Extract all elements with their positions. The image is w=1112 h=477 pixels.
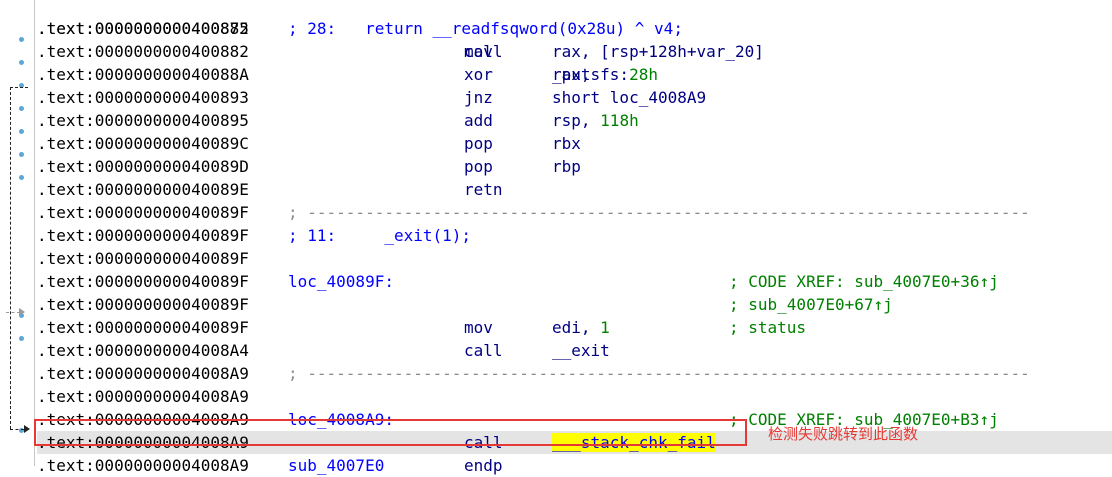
address: .text:000000000040089F: [37, 203, 249, 222]
asm-line[interactable]: .text:000000000040089F mov edi, 1 ; status: [37, 316, 1112, 339]
breakpoint-dot-icon[interactable]: [19, 60, 24, 65]
breakpoint-dot-icon[interactable]: [19, 83, 24, 88]
asm-line[interactable]: .text:00000000004008A9 call ___stack_chk_f…: [37, 431, 1112, 454]
disassembly-listing: .text:0000000000400875 call _puts .text:…: [37, 0, 1112, 477]
flow-gutter: [0, 0, 35, 466]
operand: rbp: [552, 157, 581, 176]
asm-line[interactable]: .text:0000000000400882 ; 28: return __rea…: [37, 17, 1112, 40]
asm-line[interactable]: .text:0000000000400875 call _puts: [37, 0, 1112, 84]
source-comment: ; 11: _exit(1);: [288, 226, 472, 245]
mnemonic: call: [464, 42, 503, 61]
flow-arrow-end: [10, 429, 24, 430]
flow-arrow-start: [10, 87, 28, 88]
operand: _puts: [552, 65, 601, 84]
operand-register: edi,: [552, 318, 601, 337]
mnemonic: retn: [464, 180, 503, 199]
address: .text:0000000000400893: [37, 88, 249, 107]
operand: short loc_4008A9: [552, 88, 707, 107]
mnemonic: xor: [464, 65, 493, 84]
operand: rbx: [552, 134, 581, 153]
highlight-box: [34, 419, 747, 446]
flow-arrow-line: [10, 87, 11, 429]
breakpoint-dot-icon[interactable]: [19, 152, 24, 157]
operand-register: rsp,: [552, 111, 601, 130]
operand-number: 28h: [629, 65, 658, 84]
code-label: loc_40089F:: [288, 272, 394, 291]
asm-line[interactable]: .text:00000000004008A9: [37, 385, 1112, 408]
address: .text:000000000040089C: [37, 134, 249, 153]
mnemonic: call: [464, 433, 503, 452]
asm-line[interactable]: .text:000000000040089F ; ----------------…: [37, 201, 1112, 224]
address: .text:0000000000400882: [37, 42, 249, 61]
asm-line[interactable]: .text:000000000040088A xor rax, fs:28h: [37, 63, 1112, 86]
asm-line[interactable]: .text:000000000040089F ; 11: _exit(1);: [37, 224, 1112, 247]
address: .text:000000000040089F: [37, 295, 249, 314]
mnemonic: pop: [464, 134, 493, 153]
breakpoint-dot-icon[interactable]: [19, 106, 24, 111]
address: .text:000000000040088A: [37, 65, 249, 84]
asm-line[interactable]: .text:0000000000400895 add rsp, 118h: [37, 109, 1112, 132]
breakpoint-dot-icon[interactable]: [19, 336, 24, 341]
address: .text:00000000004008A9: [37, 433, 249, 452]
breakpoint-dot-icon[interactable]: [19, 129, 24, 134]
xref-comment: ; CODE XREF: sub_4007E0+B3↑j: [729, 410, 999, 429]
highlighted-symbol: ___stack_chk_fail: [552, 433, 716, 452]
address: .text:000000000040089F: [37, 272, 249, 291]
address: .text:00000000004008A4: [37, 341, 249, 360]
asm-line[interactable]: .text:000000000040089F loc_40089F: ; CODE …: [37, 270, 1112, 293]
address: .text:0000000000400882: [37, 19, 249, 38]
operand: rax, [rsp+128h+var_20]: [552, 42, 764, 61]
operand: rax, fs:28h: [552, 63, 658, 86]
xref-arrow-head-icon: [19, 308, 25, 316]
mnemonic: add: [464, 111, 493, 130]
address: .text:000000000040089F: [37, 226, 249, 245]
address: .text:0000000000400875: [37, 19, 249, 38]
operand-register: rax, fs:: [552, 65, 630, 84]
asm-line[interactable]: .text:000000000040089F ; sub_4007E0+67↑j: [37, 293, 1112, 316]
mnemonic: call: [464, 341, 503, 360]
operand: ___stack_chk_fail: [552, 431, 716, 454]
asm-line[interactable]: .text:00000000004008A9 ; ----------------…: [37, 362, 1112, 385]
source-comment: ; 28: return __readfsqword(0x28u) ^ v4;: [288, 19, 683, 38]
asm-line[interactable]: .text:0000000000400882 mov rax, [rsp+128h+…: [37, 40, 1112, 63]
separator: ; --------------------------------------…: [288, 364, 1030, 383]
separator: ; --------------------------------------…: [288, 203, 1030, 222]
asm-line[interactable]: .text:000000000040089E retn: [37, 178, 1112, 201]
operand: __exit: [552, 341, 610, 360]
xref-comment: ; CODE XREF: sub_4007E0+36↑j: [729, 272, 999, 291]
operand-number: 118h: [600, 111, 639, 130]
address: .text:00000000004008A9: [37, 387, 249, 406]
operand: rsp, 118h: [552, 109, 639, 132]
address: .text:0000000000400895: [37, 111, 249, 130]
mnemonic: mov: [464, 318, 493, 337]
address: .text:000000000040089D: [37, 157, 249, 176]
mnemonic: jnz: [464, 88, 493, 107]
address: .text:000000000040089F: [37, 249, 249, 268]
mnemonic: pop: [464, 157, 493, 176]
xref-arrow-line: [6, 312, 20, 313]
asm-line[interactable]: .text:000000000040089D pop rbp: [37, 155, 1112, 178]
flow-arrow-head-icon: [24, 425, 30, 433]
address: .text:000000000040089F: [37, 318, 249, 337]
asm-line[interactable]: .text:0000000000400893 jnz short loc_4008A…: [37, 86, 1112, 109]
address: .text:000000000040089E: [37, 180, 249, 199]
asm-line[interactable]: .text:000000000040089C pop rbx: [37, 132, 1112, 155]
operand: edi, 1: [552, 316, 610, 339]
breakpoint-dot-icon[interactable]: [19, 37, 24, 42]
asm-line[interactable]: .text:000000000040089F: [37, 247, 1112, 270]
operand-number: 1: [600, 318, 610, 337]
annotation-text: 检测失败跳转到此函数: [768, 425, 919, 443]
breakpoint-dot-icon[interactable]: [19, 175, 24, 180]
asm-line[interactable]: .text:00000000004008A4 call __exit: [37, 339, 1112, 362]
breakpoint-dot-icon[interactable]: [19, 428, 24, 433]
xref-comment: ; status: [729, 318, 807, 337]
mnemonic: mov: [464, 42, 493, 61]
xref-comment: ; sub_4007E0+67↑j: [729, 295, 893, 314]
address: .text:00000000004008A9: [37, 364, 249, 383]
